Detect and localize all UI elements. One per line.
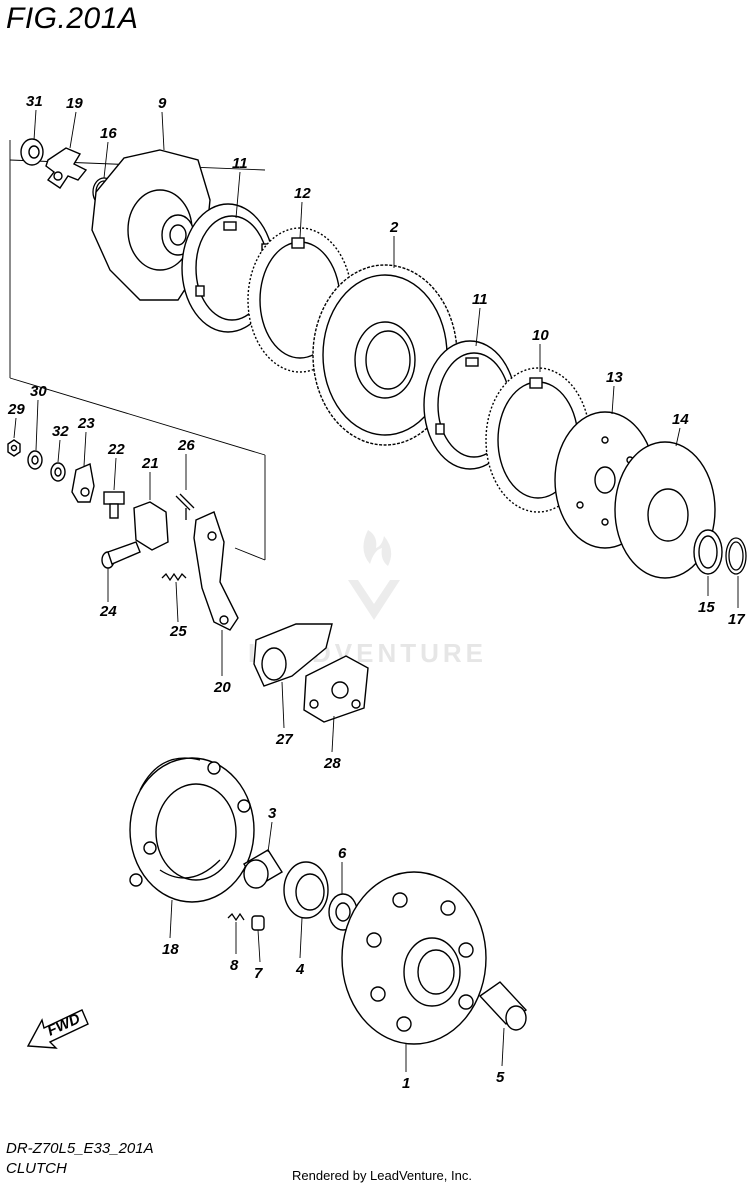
callout-9: 9 bbox=[158, 95, 167, 112]
callout-16: 16 bbox=[100, 125, 117, 142]
callout-5: 5 bbox=[496, 1069, 505, 1086]
callout-23: 23 bbox=[77, 415, 95, 432]
part-31-bearing bbox=[20, 138, 44, 166]
callout-24: 24 bbox=[99, 603, 117, 620]
callout-22: 22 bbox=[107, 441, 125, 458]
callout-7: 7 bbox=[254, 965, 263, 982]
callout-12: 12 bbox=[294, 185, 311, 202]
part-27-cam-plate bbox=[253, 623, 333, 687]
part-14-spring-plate bbox=[614, 441, 716, 579]
part-8-spring bbox=[227, 912, 245, 922]
callout-11a: 11 bbox=[232, 155, 248, 172]
part-19-cam bbox=[45, 147, 88, 189]
part-2-driven-gear bbox=[312, 264, 458, 446]
callout-20: 20 bbox=[213, 679, 231, 696]
callout-19: 19 bbox=[66, 95, 83, 112]
leader-lines bbox=[13, 109, 739, 1072]
callout-29: 29 bbox=[7, 401, 25, 418]
part-22-pin bbox=[103, 491, 125, 519]
part-28-gasket bbox=[303, 655, 369, 723]
drawing-code: DR-Z70L5_E33_201A bbox=[6, 1140, 154, 1157]
callout-31: 31 bbox=[26, 93, 43, 110]
callout-8: 8 bbox=[230, 957, 239, 974]
part-5-spacer bbox=[478, 981, 528, 1031]
part-30-washer bbox=[27, 450, 43, 470]
part-23-plate bbox=[71, 463, 95, 503]
part-17-circlip bbox=[725, 537, 747, 575]
part-7-roller bbox=[251, 915, 265, 931]
part-18-clutch-shoe bbox=[129, 757, 255, 903]
part-32-washer bbox=[50, 462, 66, 482]
part-4-one-way-clutch bbox=[283, 861, 329, 919]
callout-labels: 31 19 16 9 11 12 2 11 10 13 14 15 17 29 … bbox=[7, 93, 745, 1092]
callout-3: 3 bbox=[268, 805, 277, 822]
part-1-clutch-housing bbox=[341, 871, 487, 1045]
figure-title: FIG.201A bbox=[6, 2, 139, 35]
callout-25: 25 bbox=[169, 623, 187, 640]
callout-6: 6 bbox=[338, 845, 347, 862]
callout-10: 10 bbox=[532, 327, 549, 344]
part-21-bracket bbox=[133, 501, 169, 551]
callout-32: 32 bbox=[52, 423, 69, 440]
render-credit: Rendered by LeadVenture, Inc. bbox=[292, 1168, 472, 1183]
part-3-bushing bbox=[243, 849, 283, 889]
callout-18: 18 bbox=[162, 941, 179, 958]
part-29-nut bbox=[7, 439, 21, 457]
section-name: CLUTCH bbox=[6, 1160, 67, 1177]
callout-30: 30 bbox=[30, 383, 47, 400]
callout-14: 14 bbox=[672, 411, 689, 428]
part-24-pin bbox=[101, 541, 141, 569]
part-15-washer bbox=[693, 529, 723, 575]
callout-27: 27 bbox=[275, 731, 293, 748]
callout-17: 17 bbox=[728, 611, 745, 628]
part-20-lever bbox=[193, 511, 239, 631]
callout-13: 13 bbox=[606, 369, 623, 386]
callout-28: 28 bbox=[323, 755, 341, 772]
callout-11b: 11 bbox=[472, 291, 488, 308]
part-25-spring bbox=[161, 572, 187, 582]
callout-21: 21 bbox=[141, 455, 159, 472]
callout-1: 1 bbox=[402, 1075, 410, 1092]
callout-26: 26 bbox=[177, 437, 195, 454]
callout-4: 4 bbox=[295, 961, 305, 978]
callout-2: 2 bbox=[389, 219, 399, 236]
fwd-arrow: FWD bbox=[26, 1009, 89, 1049]
callout-15: 15 bbox=[698, 599, 715, 616]
part-26-cotter-pin bbox=[175, 493, 195, 520]
